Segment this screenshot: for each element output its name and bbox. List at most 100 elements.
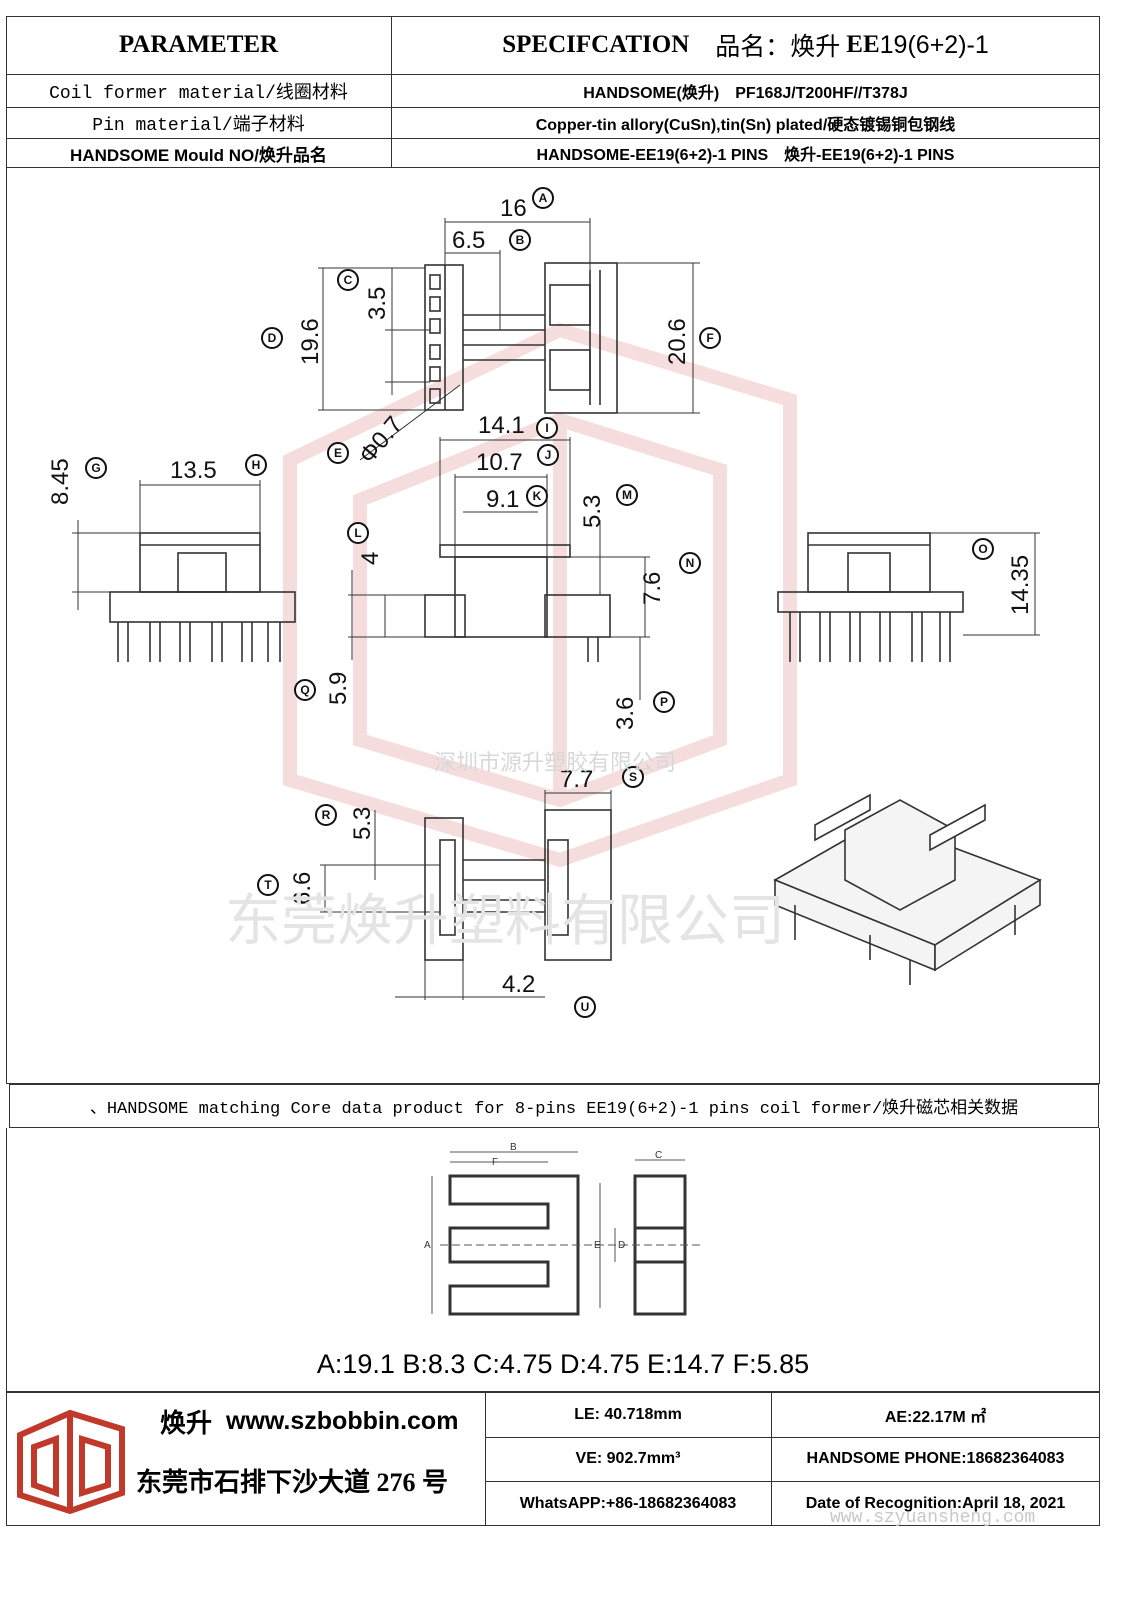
- callout-Q: Q: [294, 679, 316, 701]
- core-diagram: B F A E D C: [424, 1142, 700, 1316]
- footer-date: Date of Recognition:April 18, 2021: [805, 1494, 1066, 1512]
- svg-text:C: C: [344, 273, 353, 287]
- footer-frame: [6, 1392, 1100, 1526]
- core-label-C: C: [655, 1150, 662, 1161]
- svg-text:U: U: [581, 1000, 590, 1014]
- callout-I: I: [536, 417, 558, 439]
- product-model: 19(6+2)-1: [879, 30, 989, 59]
- callout-S: S: [622, 766, 644, 788]
- dim-C: 3.5: [364, 287, 391, 320]
- top-right-view: [544, 262, 618, 414]
- core-letter-labels: B F A E D C: [424, 1142, 662, 1251]
- parameter-header: PARAMETER: [118, 31, 279, 58]
- row-value-pin-material: Copper-tin allory(CuSn),tin(Sn) plated/硬…: [535, 116, 956, 134]
- dim-O: 14.35: [1007, 555, 1034, 615]
- svg-text:L: L: [354, 526, 361, 540]
- middle-left-view: [109, 532, 296, 662]
- svg-text:S: S: [629, 770, 637, 784]
- core-label-E: E: [594, 1240, 601, 1251]
- row-value-mould-no: HANDSOME-EE19(6+2)-1 PINS 焕升-EE19(6+2)-1…: [536, 147, 955, 164]
- svg-text:E: E: [334, 446, 342, 460]
- callout-M: M: [616, 484, 638, 506]
- callout-H: H: [245, 454, 267, 476]
- callout-T: T: [257, 874, 279, 896]
- callout-R: R: [315, 804, 337, 826]
- isometric-view: [773, 793, 1042, 985]
- core-values: A:19.1 B:8.3 C:4.75 D:4.75 E:14.7 F:5.85: [316, 1348, 810, 1379]
- spec-row-line-2: [6, 107, 1100, 108]
- callout-F1: F: [699, 327, 721, 349]
- callout-A: A: [532, 187, 554, 209]
- spec-row-line-3: [6, 138, 1100, 139]
- core-title: 、HANDSOME matching Core data product for…: [89, 1100, 1019, 1119]
- svg-text:N: N: [686, 556, 695, 570]
- middle-dimension-lines: [72, 437, 1040, 700]
- dim-H: 13.5: [170, 457, 217, 484]
- svg-text:P: P: [660, 695, 668, 709]
- company-logo: [17, 1409, 125, 1515]
- dim-L: 4: [357, 552, 384, 565]
- dim-G: 8.45: [47, 458, 74, 505]
- dim-U: 4.2: [502, 971, 535, 998]
- footer-whatsapp: WhatsAPP:+86-18682364083: [519, 1494, 737, 1512]
- svg-text:M: M: [622, 488, 632, 502]
- footer-website[interactable]: www.szbobbin.com: [226, 1406, 459, 1435]
- dim-Q: 5.9: [325, 672, 352, 705]
- middle-center-view: [424, 544, 611, 662]
- footer-ve: VE: 902.7mm³: [575, 1450, 681, 1467]
- footer-row-line-1: [485, 1437, 1100, 1438]
- callout-J: J: [537, 444, 559, 466]
- bottom-dimension-lines: [320, 790, 612, 1000]
- core-label-D: D: [618, 1240, 625, 1251]
- row-label-mould-no: HANDSOME Mould NO/焕升品名: [70, 145, 327, 165]
- svg-text:R: R: [322, 808, 331, 822]
- svg-text:G: G: [91, 461, 100, 475]
- footer-divider-1: [485, 1392, 486, 1526]
- footer-divider-2: [771, 1392, 772, 1526]
- watermark-large: 东莞焕升塑料有限公司: [225, 889, 785, 952]
- product-model-prefix: EE: [846, 31, 880, 58]
- svg-text:A: A: [539, 191, 548, 205]
- dim-T: 6.6: [289, 872, 316, 905]
- core-dim-lines: [431, 1151, 700, 1314]
- core-frame: [6, 1128, 1100, 1392]
- row-label-coil-material: Coil former material/线圈材料: [49, 83, 348, 104]
- callout-E: E: [327, 442, 349, 464]
- footer-brand: 焕升 www.szbobbin.com: [160, 1402, 458, 1440]
- callout-O: O: [972, 538, 994, 560]
- footer-phone: HANDSOME PHONE:18682364083: [806, 1450, 1065, 1467]
- dim-D: 19.6: [297, 318, 324, 365]
- svg-text:Q: Q: [300, 683, 309, 697]
- watermark-small: 深圳市源升塑胶有限公司: [434, 750, 676, 775]
- product-name-label: 品名：焕升: [715, 33, 841, 61]
- footer-ae: AE:22.17M ㎡: [884, 1408, 987, 1426]
- dim-M: 5.3: [579, 495, 606, 528]
- svg-text:H: H: [252, 458, 261, 472]
- svg-text:O: O: [978, 542, 987, 556]
- specification-label: SPECIFCATION: [502, 31, 690, 58]
- spec-table-divider: [391, 16, 392, 168]
- dim-K: 9.1: [486, 486, 519, 513]
- top-dimension-lines: [318, 218, 700, 461]
- drawing-frame: [6, 168, 1100, 1084]
- callout-N: N: [679, 552, 701, 574]
- callout-markers: A B C D E F G H I J K L M N O P Q R S T …: [85, 187, 994, 1018]
- dim-P: 3.6: [612, 697, 639, 730]
- dim-B: 6.5: [452, 227, 485, 254]
- core-label-A: A: [424, 1240, 431, 1251]
- svg-text:J: J: [545, 448, 552, 462]
- svg-text:D: D: [268, 331, 277, 345]
- dim-R: 5.3: [349, 807, 376, 840]
- technical-drawing: 16 6.5 3.5 19.6 Φ0.7 20.6 8.45 13.5 14.1…: [47, 187, 1042, 1018]
- callout-C: C: [337, 269, 359, 291]
- svg-text:K: K: [533, 489, 542, 503]
- row-value-coil-material: HANDSOME(焕升) PF168J/T200HF//T378J: [583, 84, 908, 102]
- core-title-frame: [9, 1084, 1099, 1128]
- callout-G: G: [85, 457, 107, 479]
- footer-le: LE: 40.718mm: [574, 1405, 682, 1423]
- callout-K: K: [526, 485, 548, 507]
- footer-logo-text: 焕升: [160, 1408, 213, 1438]
- footer-address: 东莞市石排下沙大道 276 号: [136, 1468, 449, 1497]
- svg-text:T: T: [264, 878, 272, 892]
- core-label-F: F: [492, 1157, 498, 1168]
